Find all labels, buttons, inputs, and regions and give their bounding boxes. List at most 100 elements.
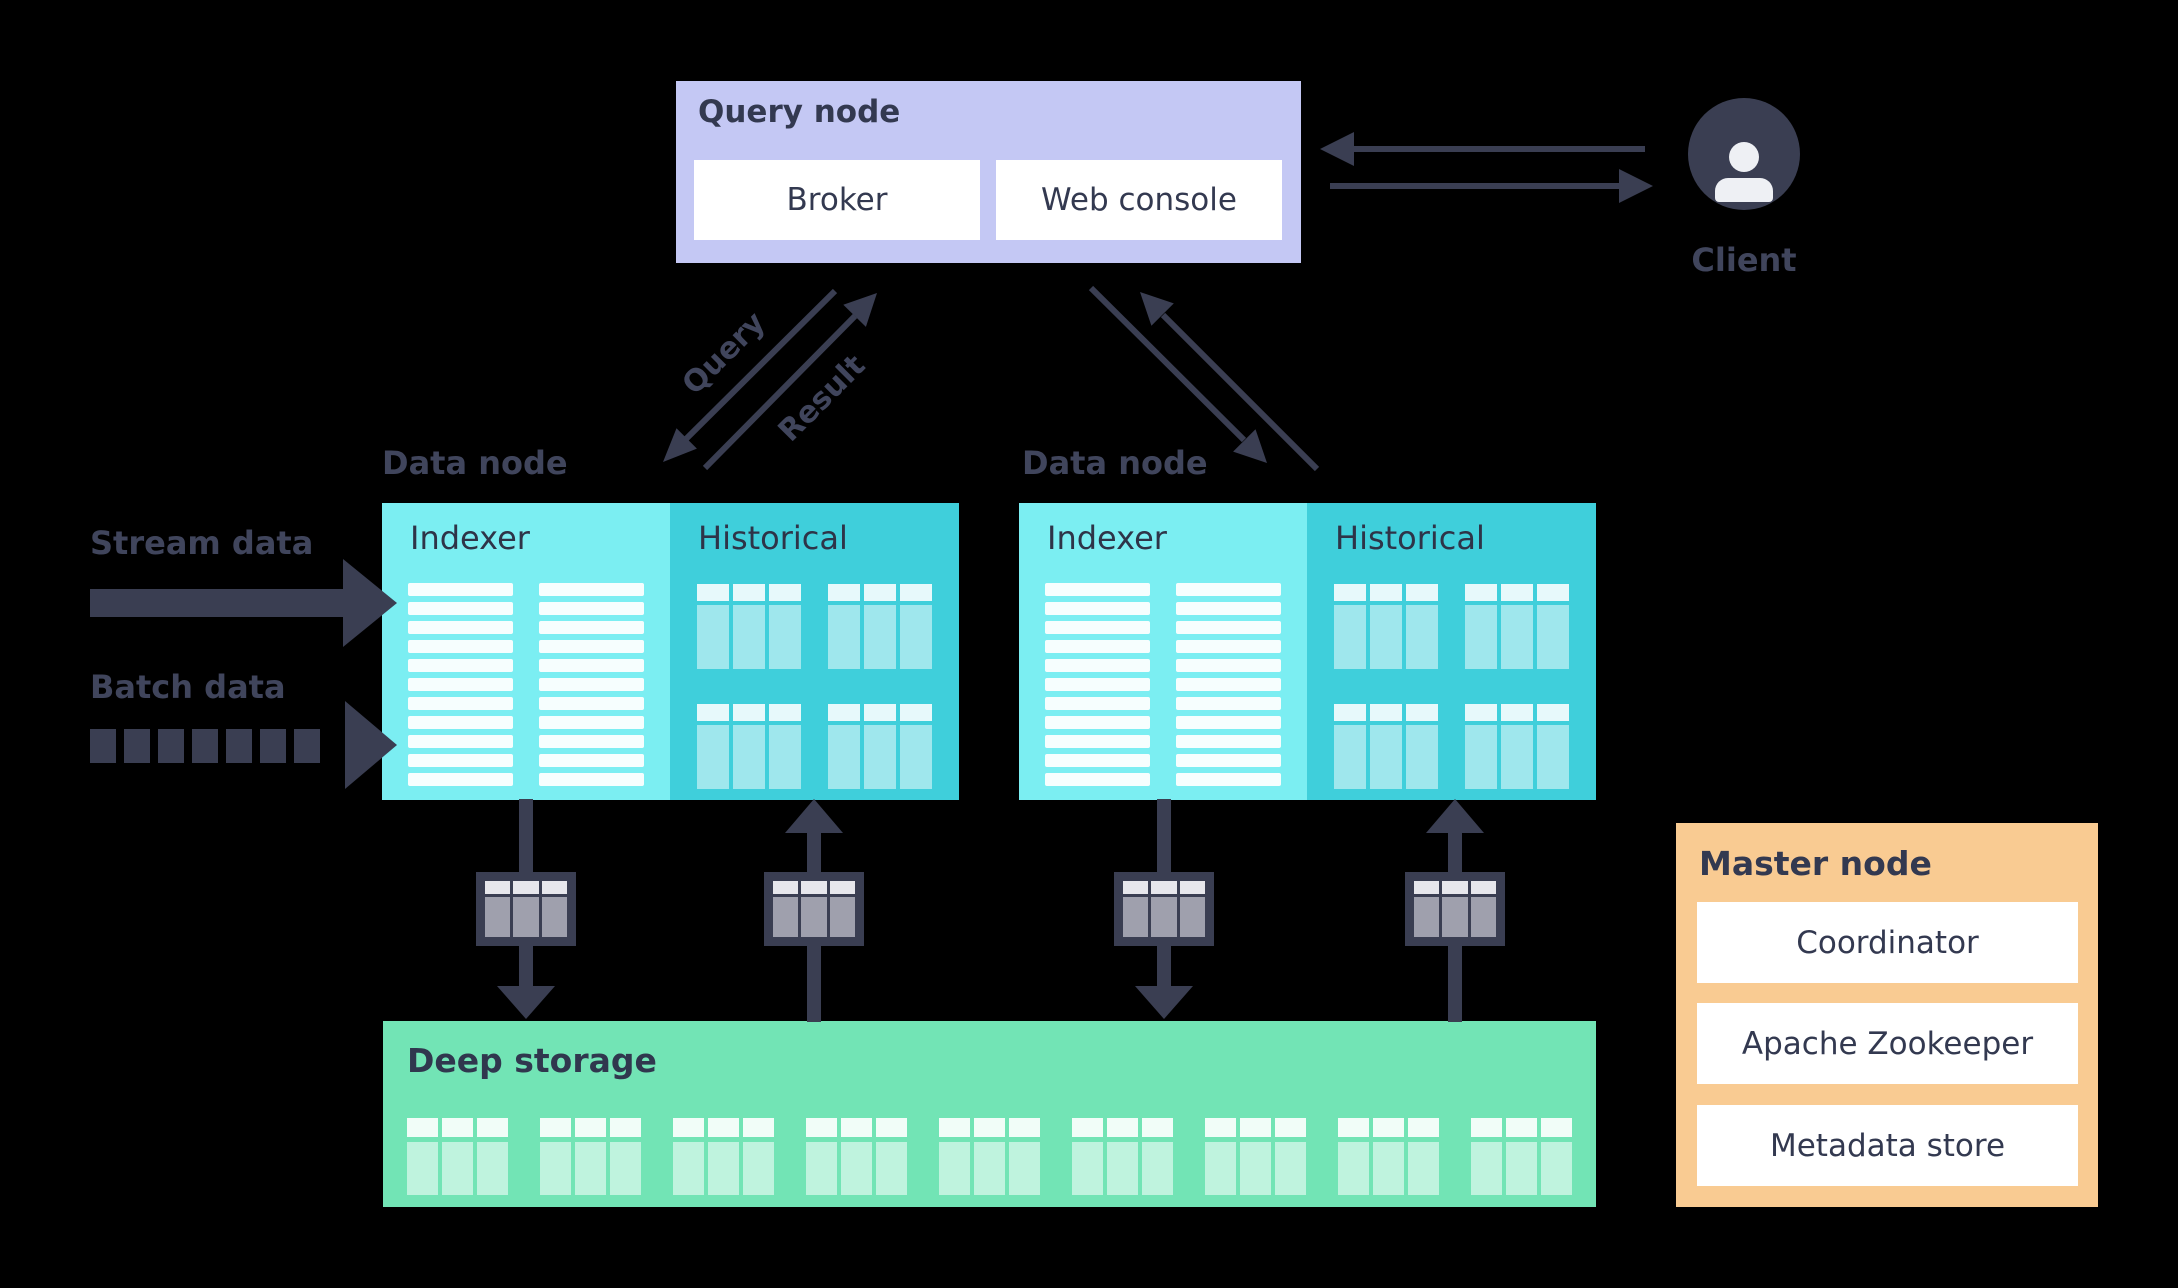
stream-data-arrow	[90, 559, 397, 647]
table-cell	[1142, 1118, 1173, 1137]
deep-storage-segments	[407, 1118, 1572, 1195]
table-cell	[1240, 1118, 1271, 1137]
indexer-stripes	[1045, 583, 1150, 786]
table-cell	[1373, 1142, 1404, 1195]
table-body-row	[1123, 897, 1205, 937]
table-cell	[974, 1118, 1005, 1137]
table-cell	[864, 725, 896, 789]
table-cell	[407, 1118, 438, 1137]
table-cell	[864, 584, 896, 601]
table-body-row	[1334, 605, 1438, 669]
table-cell	[477, 1142, 508, 1195]
table-cell	[1123, 897, 1149, 937]
stripe	[539, 754, 644, 767]
table-cell	[1072, 1118, 1103, 1137]
broker-box: Broker	[694, 160, 980, 240]
data-node-2-title: Data node	[1022, 444, 1208, 482]
table-cell	[841, 1142, 872, 1195]
table-cell	[610, 1142, 641, 1195]
segment-table-glyph	[1205, 1118, 1306, 1195]
table-cell	[1107, 1142, 1138, 1195]
table-cell	[1240, 1142, 1271, 1195]
segment-table-glyph	[540, 1118, 641, 1195]
table-header-row	[673, 1118, 774, 1137]
table-cell	[733, 725, 765, 789]
segment-table-glyph	[939, 1118, 1040, 1195]
table-cell	[697, 704, 729, 721]
table-cell	[828, 704, 860, 721]
table-cell	[1537, 584, 1569, 601]
stripe	[539, 697, 644, 710]
table-cell	[1465, 605, 1497, 669]
deep-storage-title: Deep storage	[407, 1041, 657, 1080]
stripe	[539, 678, 644, 691]
table-cell	[1501, 605, 1533, 669]
stripe	[408, 583, 513, 596]
arrowhead-down	[1135, 986, 1193, 1019]
table-body-row	[1471, 1142, 1572, 1195]
table-cell	[829, 881, 855, 894]
table-cell	[1465, 704, 1497, 721]
table-cell	[1072, 1142, 1103, 1195]
client-icon	[1688, 98, 1800, 210]
batch-data-label: Batch data	[90, 668, 286, 706]
segment-table-glyph	[828, 584, 932, 669]
indexer-stripes	[539, 583, 644, 786]
stripe	[1045, 602, 1150, 615]
table-cell	[1442, 881, 1468, 894]
table-cell	[1275, 1118, 1306, 1137]
table-cell	[1338, 1142, 1369, 1195]
batch-dash	[90, 729, 116, 763]
table-body-row	[485, 897, 567, 937]
stripe	[539, 659, 644, 672]
table-cell	[733, 605, 765, 669]
table-cell	[477, 1118, 508, 1137]
table-body-row	[1338, 1142, 1439, 1195]
table-cell	[1123, 881, 1149, 894]
table-cell	[1470, 897, 1496, 937]
table-cell	[806, 1142, 837, 1195]
table-cell	[513, 897, 539, 937]
master-node-title: Master node	[1699, 844, 1932, 883]
historical-label: Historical	[1335, 519, 1485, 557]
table-body-row	[1334, 725, 1438, 789]
stripe	[539, 640, 644, 653]
segment-icon	[1405, 872, 1505, 946]
stripe	[408, 640, 513, 653]
arrow-shaft	[90, 589, 343, 617]
table-cell	[1501, 725, 1533, 789]
arrowhead-upright	[843, 293, 877, 327]
table-cell	[1205, 1142, 1236, 1195]
data-node-2-to-query-node-arrow	[1140, 292, 1320, 472]
table-cell	[1408, 1118, 1439, 1137]
table-cell	[733, 704, 765, 721]
segment-icon	[1114, 872, 1214, 946]
segment-table-glyph	[673, 1118, 774, 1195]
indexer-label: Indexer	[410, 519, 530, 557]
stripe	[408, 697, 513, 710]
web-console-box: Web console	[996, 160, 1282, 240]
batch-dash	[294, 729, 320, 763]
table-cell	[1501, 704, 1533, 721]
stripe	[408, 735, 513, 748]
table-cell	[900, 584, 932, 601]
table-cell	[1009, 1142, 1040, 1195]
stripe	[1176, 754, 1281, 767]
table-cell	[1406, 584, 1438, 601]
table-cell	[900, 605, 932, 669]
table-body-row	[407, 1142, 508, 1195]
table-cell	[939, 1118, 970, 1137]
table-body-row	[806, 1142, 907, 1195]
table-cell	[708, 1142, 739, 1195]
segment-icon	[764, 872, 864, 946]
table-cell	[1406, 605, 1438, 669]
table-body-row	[828, 725, 932, 789]
data-node-2-box: Indexer Historical	[1019, 503, 1596, 800]
table-cell	[1465, 725, 1497, 789]
table-cell	[1406, 725, 1438, 789]
table-cell	[575, 1142, 606, 1195]
stripe	[539, 716, 644, 729]
table-cell	[442, 1142, 473, 1195]
stripe	[1045, 678, 1150, 691]
table-cell	[769, 584, 801, 601]
